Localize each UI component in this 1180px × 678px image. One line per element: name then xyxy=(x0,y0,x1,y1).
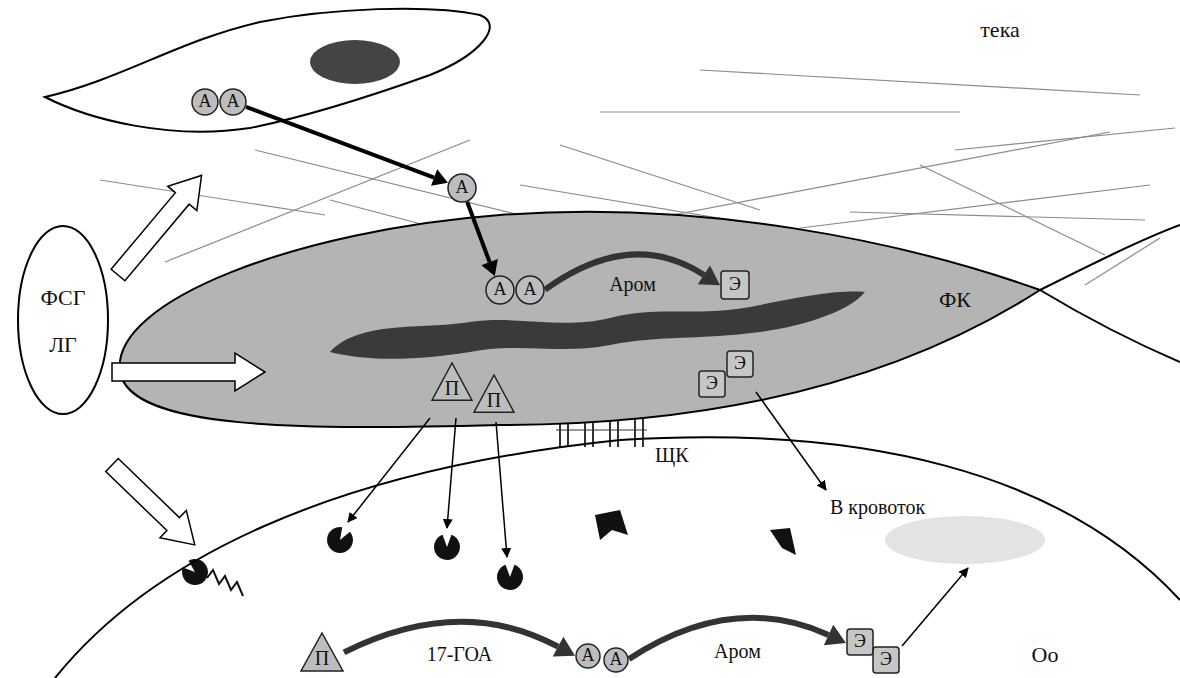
neighbor-cell-border xyxy=(1040,225,1180,290)
hormone-ellipse-outline xyxy=(17,225,109,415)
connector-arrow xyxy=(246,107,448,186)
granulosa-cell: ФКААЭППЭЭ xyxy=(110,200,1050,440)
hormone-arrow xyxy=(112,353,265,391)
androgen-circle-shape xyxy=(516,276,544,304)
signal-arrow xyxy=(496,422,507,557)
androgen-circle: А xyxy=(447,173,477,203)
node-label: Оо xyxy=(1032,643,1059,667)
blood-vessel xyxy=(885,516,1045,564)
hormone-ellipse-shape xyxy=(18,226,108,414)
fiber xyxy=(955,128,1175,150)
estrogen-square-shape xyxy=(699,371,725,397)
hormone-arrow xyxy=(103,163,216,287)
progesterone-triangle: П xyxy=(300,632,344,672)
progesterone-triangle: П xyxy=(473,374,515,413)
signal-arrow xyxy=(447,418,456,528)
node-label: П xyxy=(445,377,459,399)
estrogen-square-shape xyxy=(847,629,873,655)
androgen-circle: А xyxy=(575,643,601,669)
androgen-circle-shape xyxy=(220,89,246,115)
node-label: ФК xyxy=(939,288,971,312)
oocyte-border xyxy=(55,437,1180,678)
granulosa-cell-border xyxy=(120,212,1040,427)
granulosa-cell-outline xyxy=(110,200,1050,440)
connector-line xyxy=(246,107,434,178)
nucleus xyxy=(330,292,865,359)
node-label: А xyxy=(227,92,240,112)
receptor xyxy=(429,529,466,566)
androgen-circle-shape xyxy=(604,648,628,672)
secretion-arrow xyxy=(902,568,968,646)
arrow-head xyxy=(553,637,575,657)
progesterone-triangle: П xyxy=(431,362,473,401)
estrogen-square-shape xyxy=(721,271,749,299)
junction-line xyxy=(556,430,647,431)
androgen-circle: А xyxy=(603,647,629,673)
progesterone-triangle-shape xyxy=(432,363,472,400)
node-label: А xyxy=(610,650,623,670)
androgen-circle-shape xyxy=(486,276,514,304)
neighbor-cell-border xyxy=(1040,290,1180,362)
estrogen-square: Э xyxy=(698,370,726,398)
destination-label: В кровоток xyxy=(830,496,925,518)
node-label: Э xyxy=(854,632,866,652)
edge-label: 17-ГОА xyxy=(427,643,493,665)
estrogen-square-shape xyxy=(873,647,899,673)
androgen-circle: А xyxy=(485,275,515,305)
receptor xyxy=(323,523,356,556)
node-label: А xyxy=(456,178,469,198)
edge-label: Аром xyxy=(714,640,761,662)
arrow-head xyxy=(824,625,846,645)
structure-label: ЩК xyxy=(655,444,689,466)
receptor xyxy=(492,559,529,596)
progesterone-triangle-shape xyxy=(474,375,514,412)
hormone-arrow xyxy=(99,451,208,558)
fiber xyxy=(620,132,1110,225)
fiber xyxy=(100,180,325,215)
androgen-circle: А xyxy=(219,88,247,116)
receptor-spring xyxy=(207,570,243,596)
estrogen-square: Э xyxy=(846,628,874,656)
node-label: Э xyxy=(706,374,718,394)
signal-arrow xyxy=(348,418,430,522)
progesterone-triangle-shape xyxy=(301,633,343,671)
node-label: П xyxy=(487,389,501,411)
fiber xyxy=(850,212,1145,220)
theca-cell xyxy=(45,9,490,132)
fiber xyxy=(700,70,1140,95)
oocyte: Оо П АА ЭЭ xyxy=(0,380,1180,678)
estrogen-square: Э xyxy=(726,350,754,378)
node-label: А xyxy=(524,280,537,300)
hormone-ellipse: ФСГ ЛГ xyxy=(17,225,109,415)
arrow-head xyxy=(431,169,448,185)
theca-nucleus xyxy=(310,40,400,84)
androgen-circle: А xyxy=(191,88,219,116)
androgen-circle-shape xyxy=(192,89,218,115)
estrogen-square: Э xyxy=(720,270,750,300)
node-label: А xyxy=(582,646,595,666)
node-label: А xyxy=(199,92,212,112)
estrogen-square: Э xyxy=(872,646,900,674)
node-label: Э xyxy=(734,354,746,374)
node-label: ФСГ xyxy=(41,286,86,310)
node-label: П xyxy=(315,647,329,669)
estrogen-square-shape xyxy=(727,351,753,377)
fiber xyxy=(920,165,1105,255)
androgen-circle-shape xyxy=(448,174,476,202)
fiber xyxy=(560,145,760,210)
protein-shape xyxy=(770,528,796,555)
androgen-circle: А xyxy=(515,275,545,305)
node-label: А xyxy=(494,280,507,300)
androgen-circle-shape xyxy=(576,644,600,668)
oocyte-outline xyxy=(0,380,1180,678)
node-label: Э xyxy=(880,650,892,670)
node-label: ЛГ xyxy=(49,333,77,357)
node-label: Э xyxy=(729,275,741,295)
edge-label: Аром xyxy=(609,273,656,295)
protein-shape xyxy=(595,510,628,540)
region-label: тека xyxy=(980,18,1020,42)
fiber xyxy=(600,111,960,112)
